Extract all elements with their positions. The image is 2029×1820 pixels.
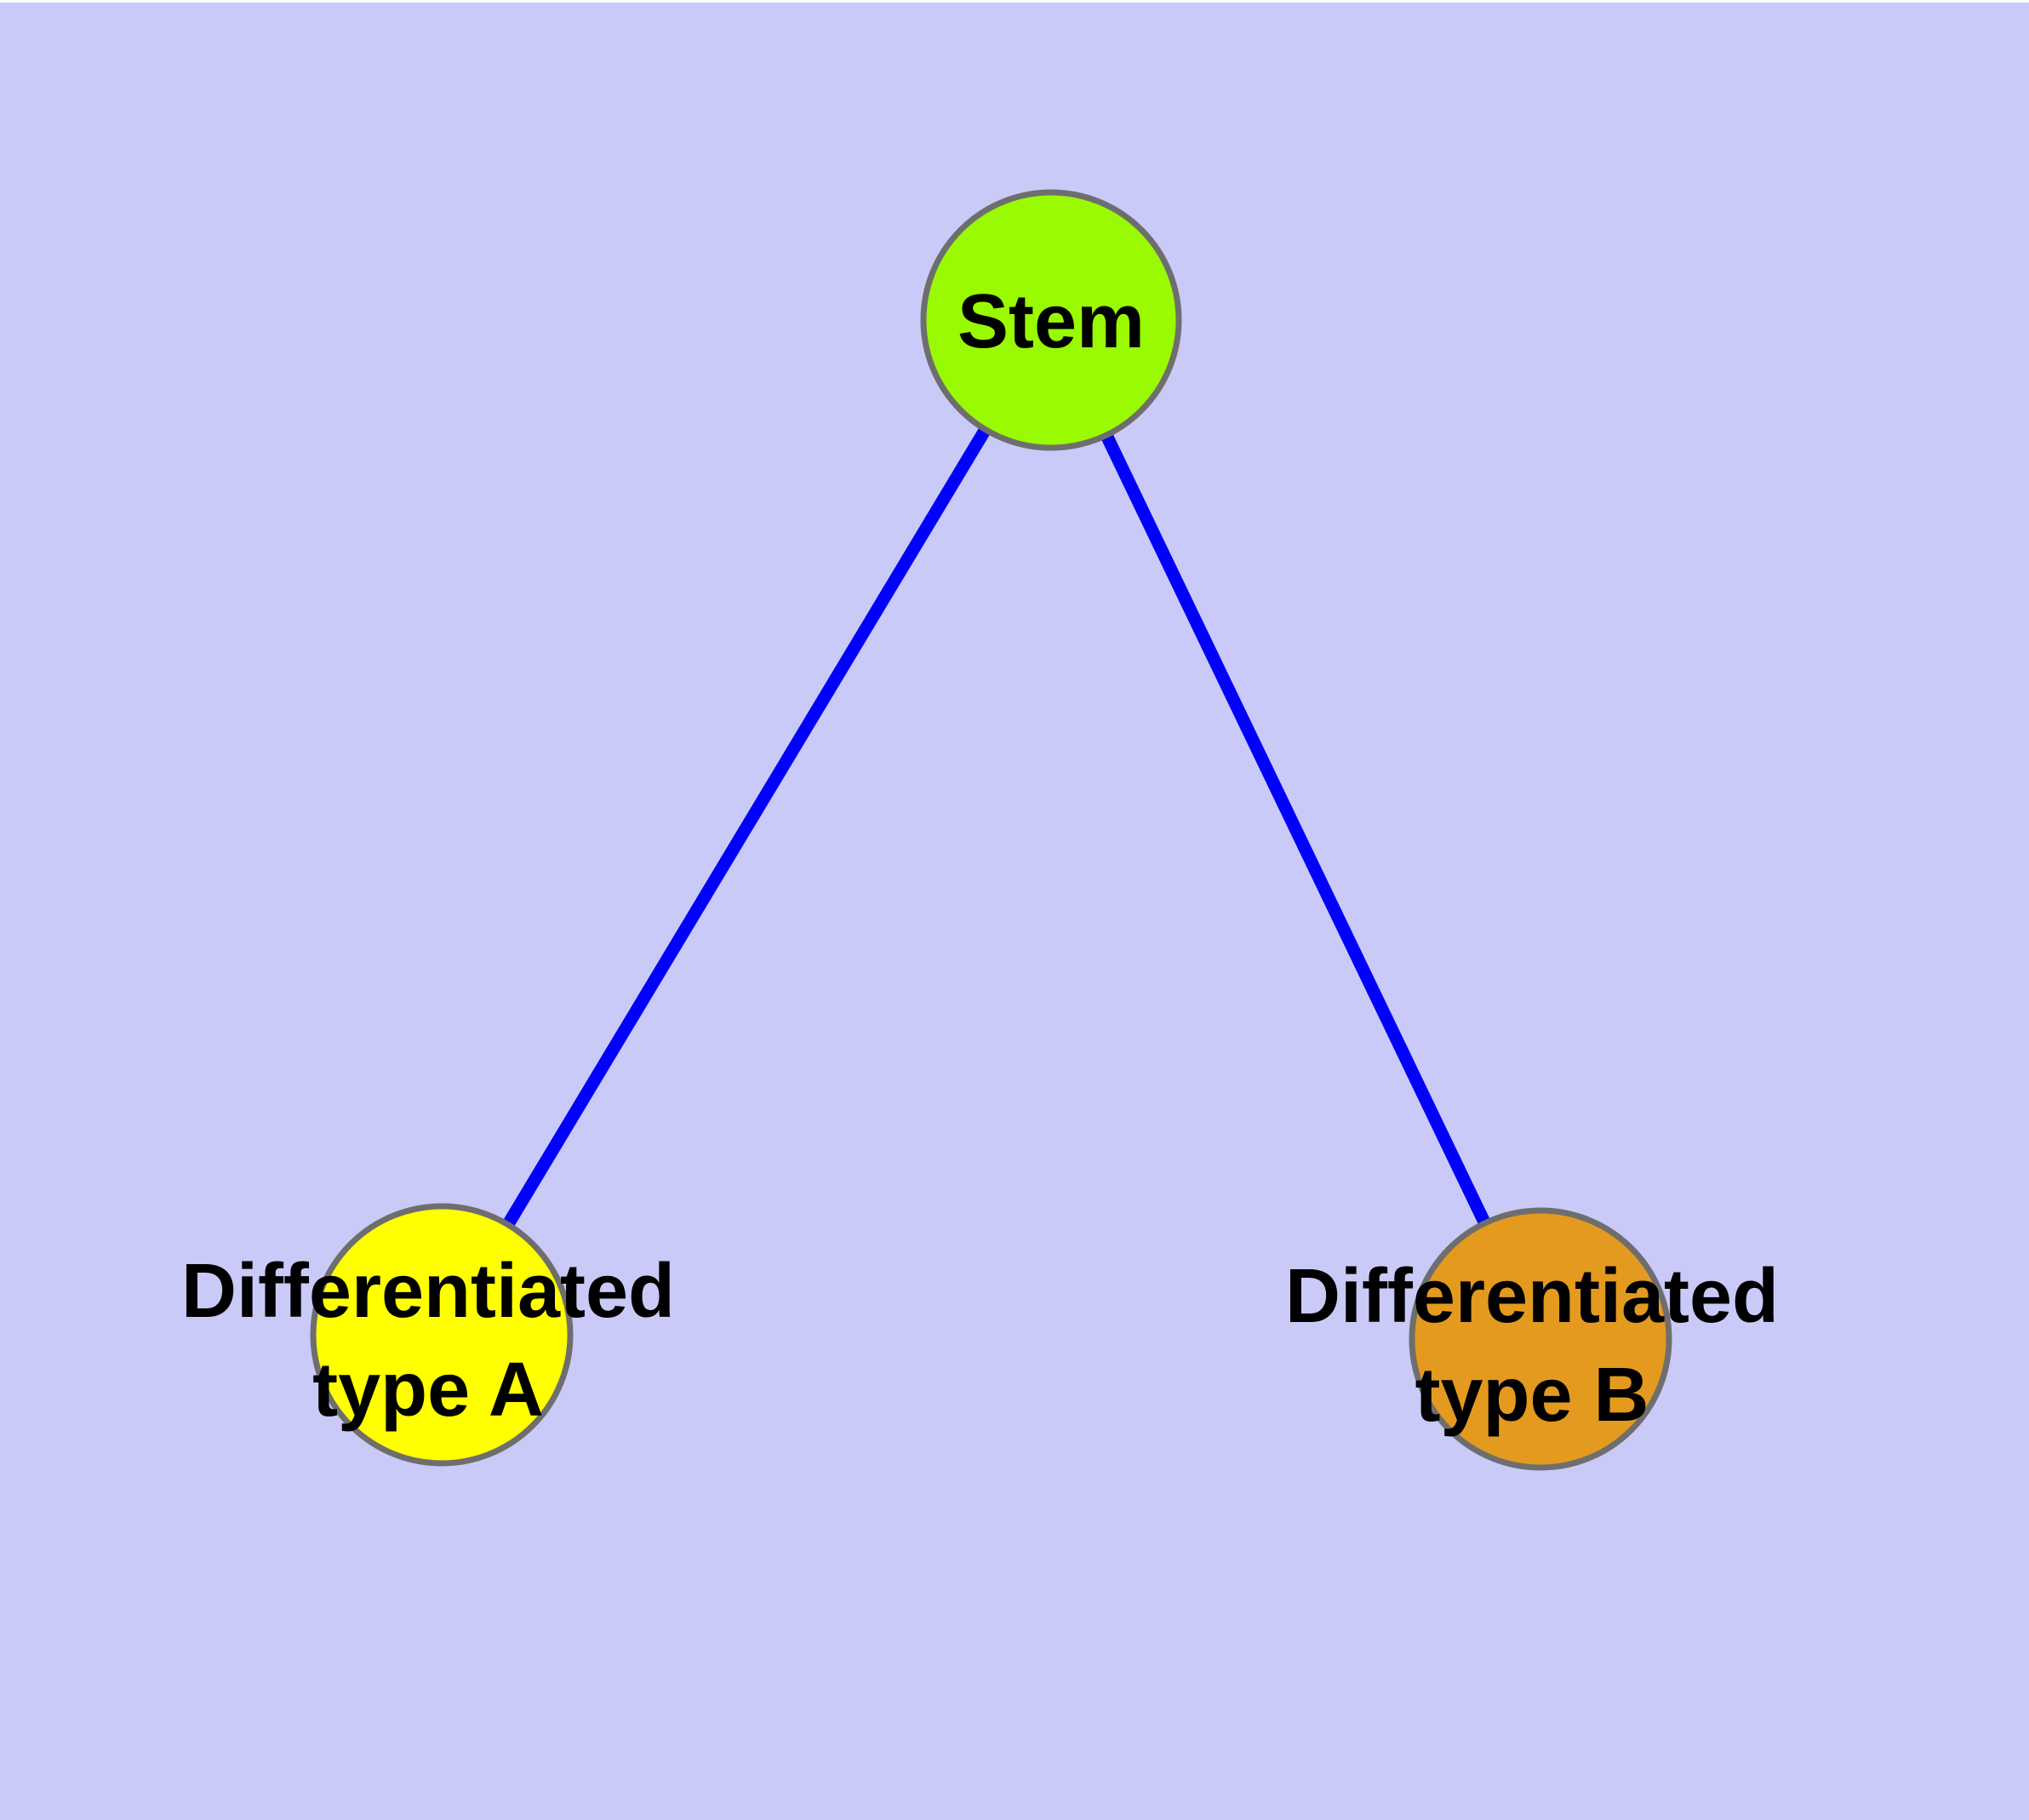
node-stem	[920, 189, 1182, 451]
edges-layer	[436, 317, 1546, 1342]
node-label-differentiated-type-b: Differentiated type B	[1285, 1254, 1779, 1438]
node-label-line: Differentiated	[1285, 1254, 1779, 1339]
node-differentiated-type-a	[310, 1203, 574, 1467]
node-label-differentiated-type-a: Differentiated type A	[181, 1249, 675, 1433]
edge-stem-to-differentiated-type-a	[436, 317, 1057, 1338]
edge-stem-to-differentiated-type-b	[1045, 317, 1546, 1342]
node-label-line: type A	[312, 1348, 544, 1433]
top-border	[0, 0, 2029, 3]
node-label-stem: Stem	[957, 279, 1145, 364]
node-differentiated-type-b	[1409, 1207, 1672, 1471]
node-label-line: type B	[1415, 1353, 1649, 1438]
node-label-line: Differentiated	[181, 1249, 675, 1334]
nodes-layer	[310, 189, 1672, 1471]
node-label-line: Stem	[957, 279, 1145, 364]
